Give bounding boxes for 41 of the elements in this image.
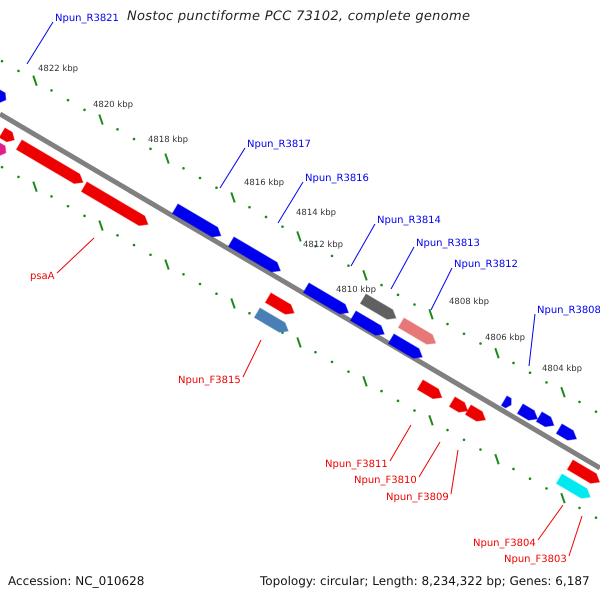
scale-label: 4820 kbp bbox=[93, 100, 134, 110]
leader-line bbox=[220, 148, 246, 188]
leader-line bbox=[528, 314, 536, 366]
scale-label: 4818 kbp bbox=[148, 135, 188, 146]
gene-label: Npun_R3821 bbox=[55, 13, 119, 25]
gene-label: Npun_R3808 bbox=[537, 305, 600, 317]
leader-line bbox=[430, 268, 452, 310]
leader-line bbox=[568, 516, 582, 556]
leader-line bbox=[56, 238, 94, 274]
title: Nostoc punctiforme PCC 73102, complete genome bbox=[127, 9, 470, 25]
gene-label: psaA bbox=[30, 271, 55, 283]
gene-label: Npun_F3809 bbox=[386, 492, 449, 504]
gene-label: Npun_R3812 bbox=[454, 259, 518, 271]
leader-line bbox=[418, 442, 440, 478]
leader-line bbox=[242, 340, 262, 378]
gene-label: Npun_F3803 bbox=[504, 554, 567, 566]
scale-label: 4810 kbp bbox=[336, 285, 376, 296]
leader-line bbox=[450, 450, 458, 494]
leader-line bbox=[26, 22, 54, 64]
leader-line bbox=[350, 224, 376, 266]
scale-label: 4822 kbp bbox=[38, 64, 78, 74]
scale-label: 4814 kbp bbox=[296, 208, 336, 218]
leader-line bbox=[390, 246, 414, 290]
leader-line bbox=[278, 182, 304, 224]
scale-label: 4812 kbp bbox=[303, 240, 344, 250]
footer-text: Accession: NC_010628 bbox=[8, 574, 144, 588]
leader-line bbox=[538, 504, 564, 540]
gene-label: Npun_F3811 bbox=[325, 459, 388, 471]
gene-label: Npun_F3815 bbox=[178, 375, 241, 387]
gene-label: Npun_F3804 bbox=[473, 538, 536, 550]
scale-label: 4804 kbp bbox=[542, 364, 582, 374]
gene-label: Npun_R3814 bbox=[377, 215, 441, 227]
scale-label: 4806 kbp bbox=[485, 333, 526, 344]
scale-label: 4816 kbp bbox=[244, 178, 284, 188]
gene-label: Npun_R3816 bbox=[305, 173, 369, 185]
leader-line bbox=[390, 424, 412, 462]
gene-label: Npun_R3817 bbox=[247, 139, 311, 151]
footer-text: Topology: circular; Length: 8,234,322 bp; Genes: 6,187 bbox=[260, 574, 590, 588]
gene-label: Npun_R3813 bbox=[416, 238, 480, 250]
gene-label: Npun_F3810 bbox=[354, 475, 417, 487]
scale-label: 4808 kbp bbox=[449, 297, 490, 308]
